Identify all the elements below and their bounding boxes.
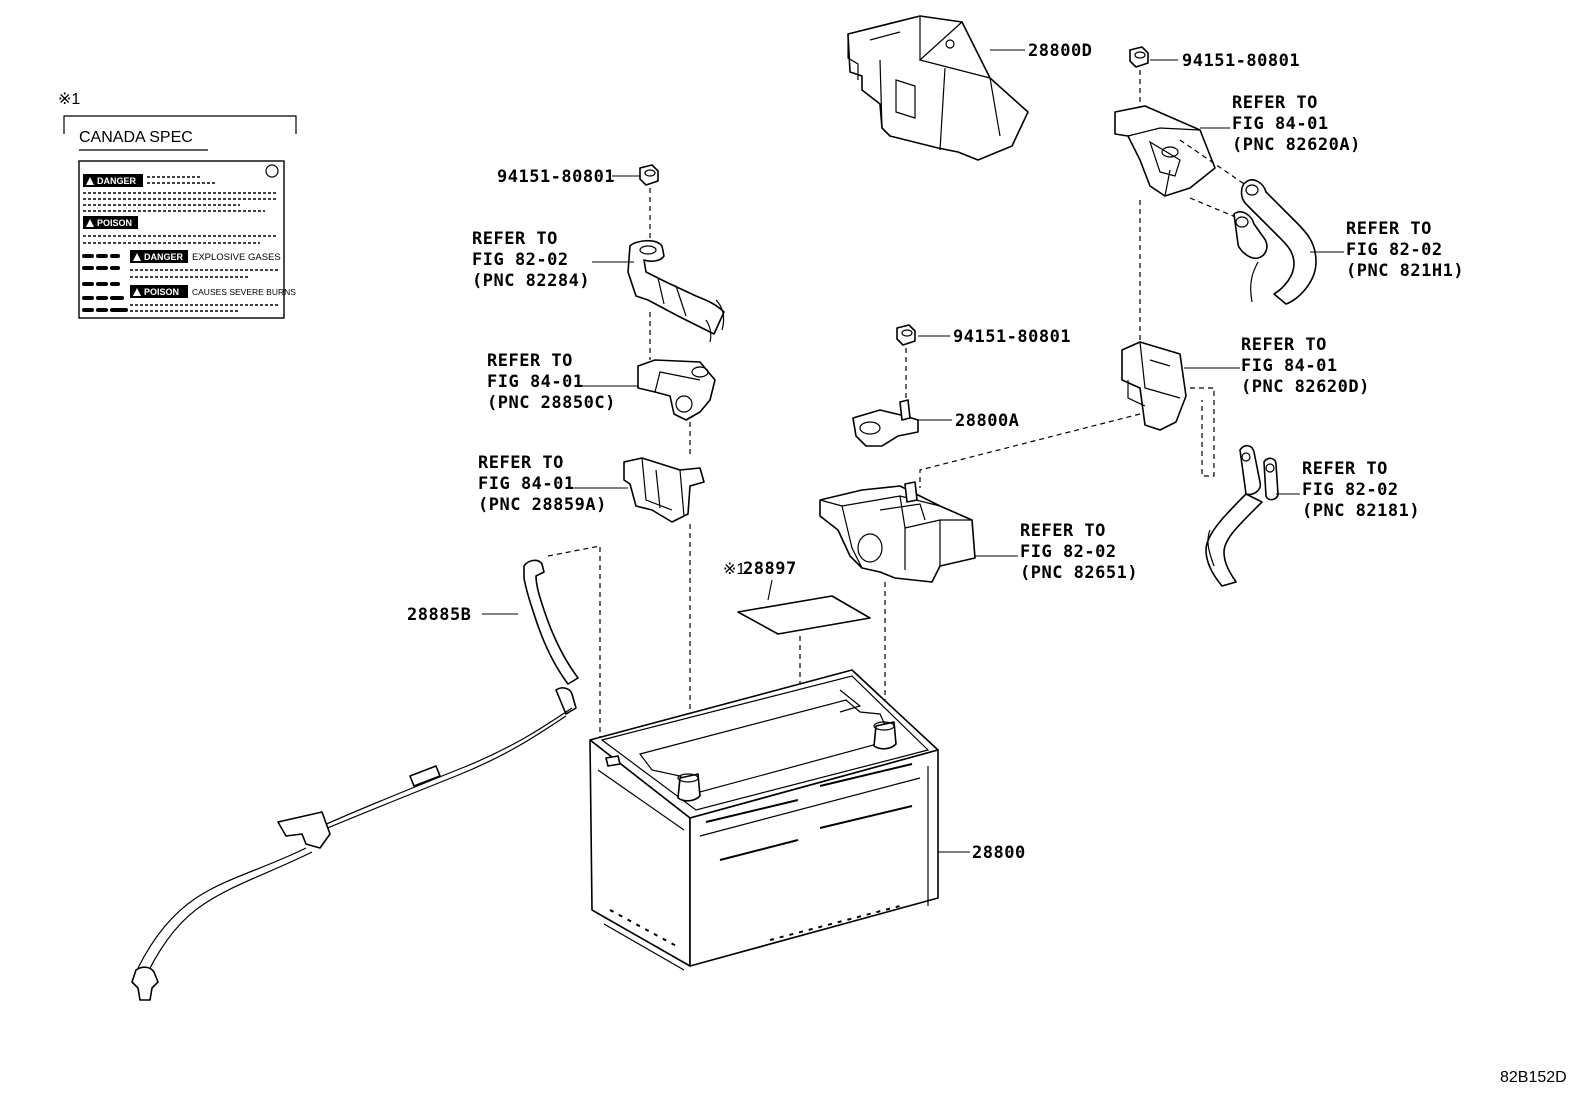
nut-mid (896, 324, 916, 346)
terminal-28800A (852, 399, 919, 447)
ref-82181-line3: (PNC 82181) (1302, 501, 1420, 521)
recycle-icon (265, 164, 279, 178)
cable-821H1 (1233, 179, 1317, 305)
ref-28850C-line2: FIG 84-01 (487, 372, 584, 392)
callout-nut-left: 94151-80801 (497, 167, 615, 187)
cable-82181 (1205, 444, 1279, 587)
ref-821H1-line1: REFER TO (1346, 219, 1432, 239)
bracket-82620D (1121, 341, 1187, 431)
warning-triangle-icon (133, 253, 141, 261)
ref-28850C-line3: (PNC 28850C) (487, 393, 616, 413)
canada-spec-title: CANADA SPEC (79, 129, 193, 146)
callout-nut-top-right: 94151-80801 (1182, 51, 1300, 71)
ref-821H1-line2: FIG 82-02 (1346, 240, 1443, 260)
label-28897 (737, 595, 871, 635)
ref-82284-line3: (PNC 82284) (472, 271, 590, 291)
ref-82181-line2: FIG 82-02 (1302, 480, 1399, 500)
vent-hose-28885B (131, 559, 579, 1001)
ref-28859A-line2: FIG 84-01 (478, 474, 575, 494)
ref-82181-line1: REFER TO (1302, 459, 1388, 479)
poison-tag (83, 216, 138, 229)
canada-spec-marker: ※1 (58, 91, 80, 108)
callout-28800D: 28800D (1028, 41, 1092, 61)
part-28800D-cover (847, 15, 1029, 161)
poison-tag-2 (130, 285, 188, 298)
warning-triangle-icon (86, 177, 94, 185)
bracket-82620A (1114, 105, 1216, 197)
danger-tag (83, 174, 143, 187)
callout-28800: 28800 (972, 843, 1026, 863)
cable-82284 (627, 239, 725, 343)
nut-left (639, 164, 659, 186)
nut-top-right (1129, 46, 1149, 68)
warning-label: DANGER POISON (78, 160, 296, 319)
ref-82284-line1: REFER TO (472, 229, 558, 249)
terminal-28850C (637, 359, 716, 421)
ref-82651-line2: FIG 82-02 (1020, 542, 1117, 562)
fuse-block-82651 (819, 481, 976, 583)
warning-triangle-icon (86, 219, 94, 227)
ref-28859A-line1: REFER TO (478, 453, 564, 473)
callout-nut-mid: 94151-80801 (953, 327, 1071, 347)
ref-28859A-line3: (PNC 28859A) (478, 495, 607, 515)
callout-28897-marker: ※1 (723, 561, 745, 578)
ref-82620D-line3: (PNC 82620D) (1241, 377, 1370, 397)
callout-28897: 28897 (743, 559, 797, 579)
danger-tag-2 (130, 250, 188, 263)
warning-triangle-icon (133, 288, 141, 296)
ref-82651-line3: (PNC 82651) (1020, 563, 1138, 583)
ref-28850C-line1: REFER TO (487, 351, 573, 371)
svg-text:DANGER: DANGER (144, 252, 184, 262)
canada-spec-bracket (63, 115, 297, 134)
cover-28859A (623, 457, 705, 523)
ref-82620A-line2: FIG 84-01 (1232, 114, 1329, 134)
ref-82620D-line2: FIG 84-01 (1241, 356, 1338, 376)
svg-text:CAUSES SEVERE BURNS: CAUSES SEVERE BURNS (192, 287, 296, 297)
callout-28885B: 28885B (407, 605, 471, 625)
canada-spec-block: ※1 CANADA SPEC DANGER POISON (58, 91, 297, 319)
callout-28800A: 28800A (955, 411, 1019, 431)
battery-28800 (589, 669, 939, 971)
svg-text:POISON: POISON (97, 218, 132, 228)
svg-text:EXPLOSIVE GASES: EXPLOSIVE GASES (192, 252, 281, 263)
leader-28897 (767, 579, 773, 601)
pictogram-blocks (82, 254, 128, 312)
dash-line (1190, 387, 1215, 477)
dash-line (919, 413, 1141, 488)
ref-82651-line1: REFER TO (1020, 521, 1106, 541)
ref-82620A-line1: REFER TO (1232, 93, 1318, 113)
ref-821H1-line3: (PNC 821H1) (1346, 261, 1464, 281)
ref-82620A-line3: (PNC 82620A) (1232, 135, 1361, 155)
svg-text:POISON: POISON (144, 287, 179, 297)
ref-82284-line2: FIG 82-02 (472, 250, 569, 270)
ref-82620D-line1: REFER TO (1241, 335, 1327, 355)
svg-text:DANGER: DANGER (97, 176, 137, 186)
dash-line (547, 545, 601, 756)
sheet-code: 82B152D (1500, 1069, 1567, 1086)
